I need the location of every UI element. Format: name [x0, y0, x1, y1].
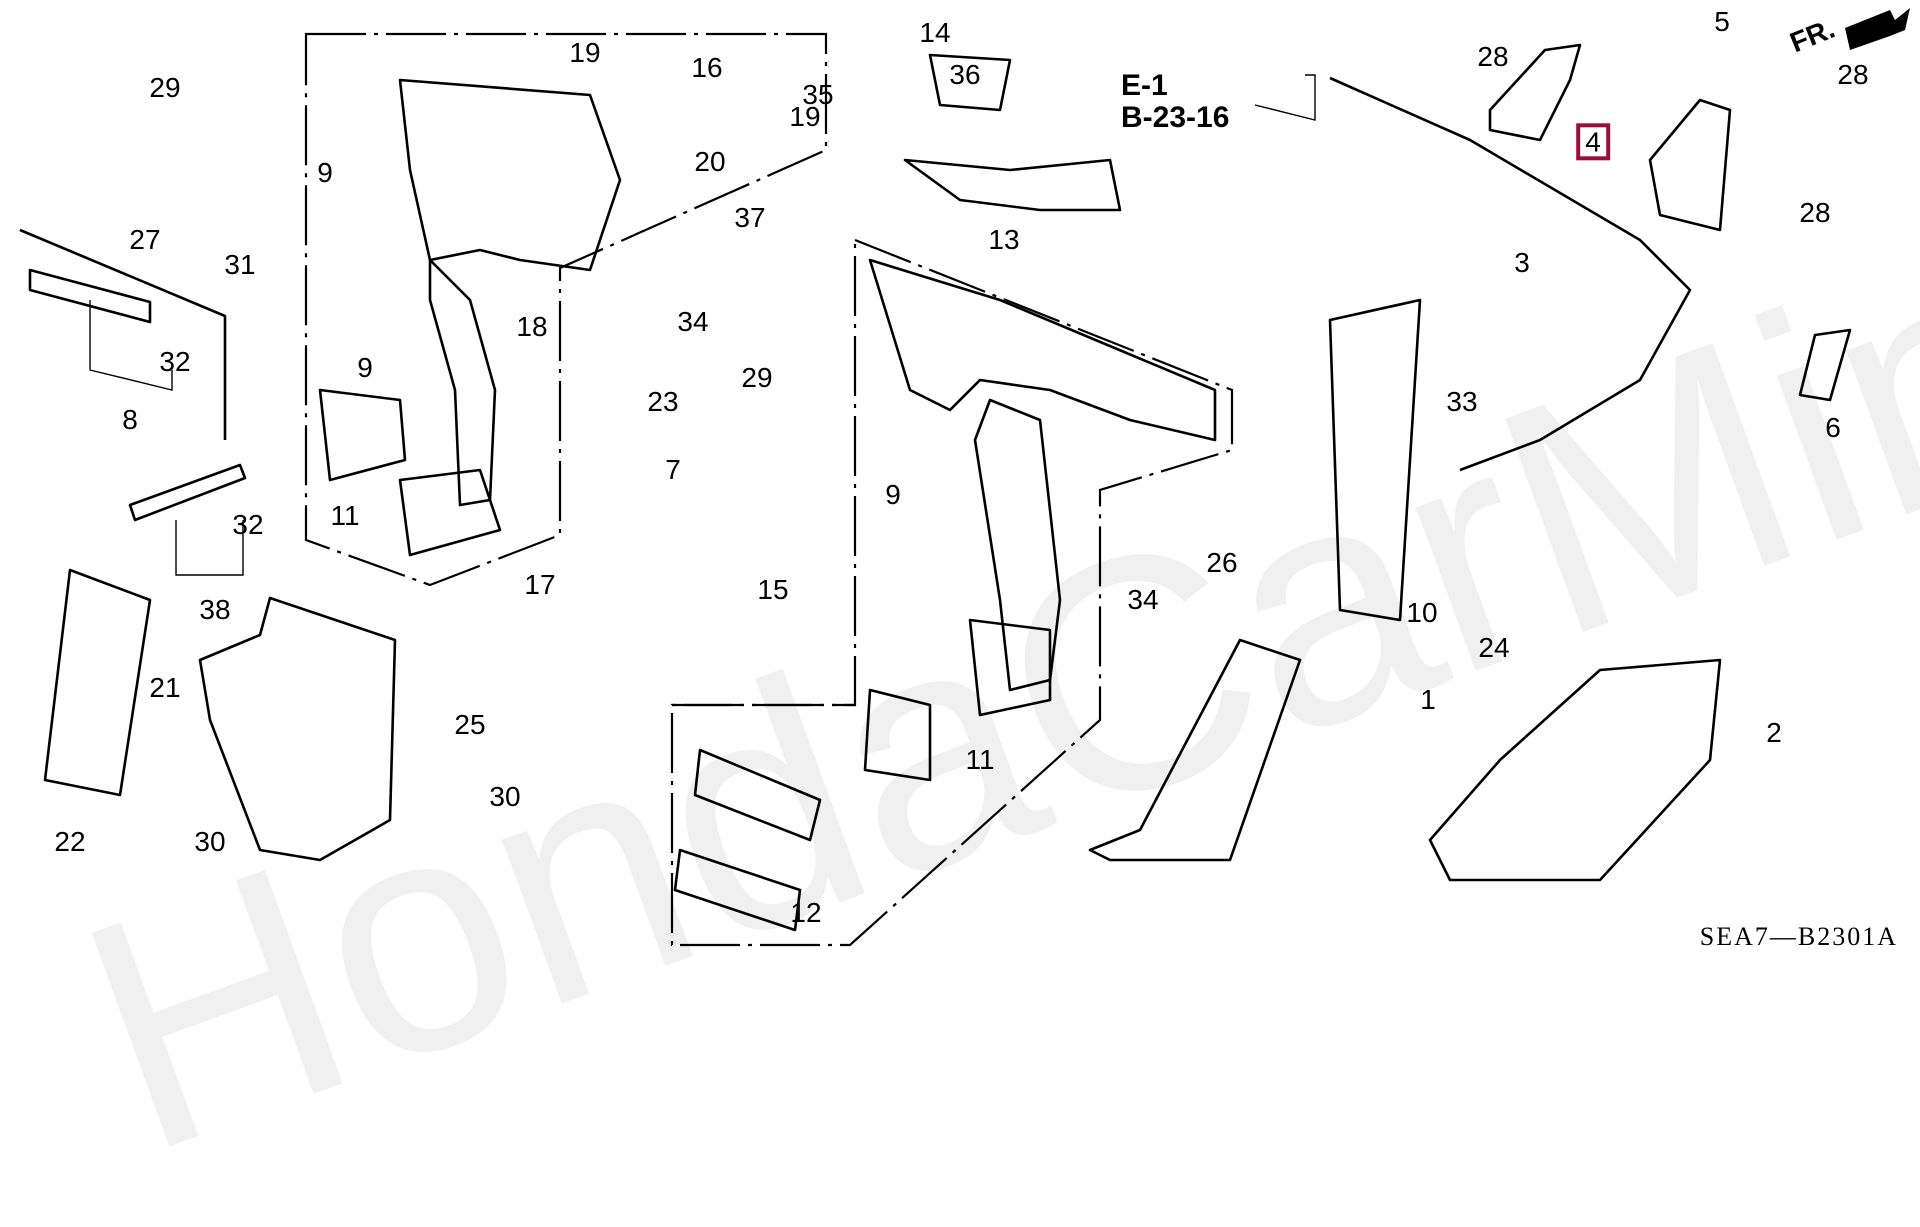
callout-26[interactable]: 26 [1206, 547, 1238, 578]
callout-11[interactable]: 11 [965, 744, 995, 775]
accelerator-bracket-1 [1328, 298, 1422, 622]
callout-9[interactable]: 9 [885, 479, 901, 510]
callout-9[interactable]: 9 [357, 352, 373, 383]
callout-17[interactable]: 17 [524, 569, 556, 600]
group-frame-15 [670, 238, 1234, 947]
callout-32[interactable]: 32 [159, 346, 191, 377]
diagram-artwork [19, 8, 1910, 947]
callout-30[interactable]: 30 [489, 781, 521, 812]
reference-block[interactable]: E-1 B-23-16 [1121, 70, 1229, 133]
callout-28[interactable]: 28 [1477, 41, 1509, 72]
callout-19[interactable]: 19 [789, 101, 821, 132]
callout-5[interactable]: 5 [1714, 6, 1730, 37]
callout-24[interactable]: 24 [1478, 632, 1510, 663]
callout-35[interactable]: 35 [802, 79, 834, 110]
callout-34[interactable]: 34 [677, 306, 709, 337]
callout-15[interactable]: 15 [757, 574, 789, 605]
pedal-arm-17 [428, 258, 497, 507]
callout-11[interactable]: 11 [330, 500, 360, 531]
callout-2[interactable]: 2 [1766, 717, 1782, 748]
pedal-bracket-15 [868, 258, 1217, 442]
leader-38 [175, 520, 244, 576]
callout-28[interactable]: 28 [1799, 197, 1831, 228]
bracket-6 [1798, 328, 1852, 402]
callout-30[interactable]: 30 [194, 826, 226, 857]
pedal-pad-22 [43, 568, 152, 797]
callout-10[interactable]: 10 [1406, 597, 1438, 628]
group-frame-17 [304, 32, 828, 587]
callout-33[interactable]: 33 [1446, 386, 1478, 417]
bracket-13 [903, 158, 1122, 212]
rod-38 [128, 463, 247, 522]
pedal-pad-11b [863, 688, 932, 782]
bracket-14 [928, 53, 1012, 112]
callout-14[interactable]: 14 [919, 17, 951, 48]
callout-37[interactable]: 37 [734, 202, 766, 233]
accelerator-pedal-1 [1088, 638, 1302, 862]
callout-18[interactable]: 18 [516, 311, 548, 342]
pedal-bracket-17 [398, 78, 622, 272]
callout-38[interactable]: 38 [199, 594, 231, 625]
callout-21[interactable]: 21 [149, 672, 181, 703]
callout-22[interactable]: 22 [54, 826, 86, 857]
highlighted-part-4[interactable]: 4 [1576, 123, 1610, 161]
callout-25[interactable]: 25 [454, 709, 486, 740]
callout-36[interactable]: 36 [949, 59, 981, 90]
reference-line-1: E-1 [1121, 69, 1168, 102]
pedal-cover-12a [693, 748, 822, 842]
diagram-code: SEA7—B2301A [1699, 922, 1898, 951]
pedal-arm-15 [973, 398, 1062, 692]
floor-bracket-2 [1428, 658, 1722, 882]
bracket-4 [1488, 43, 1582, 142]
bracket-8 [19, 228, 227, 440]
reference-line-2: B-23-16 [1121, 100, 1230, 134]
callout-32[interactable]: 32 [232, 509, 264, 540]
reference-leader [1254, 74, 1316, 121]
cover-21 [198, 596, 397, 862]
parts-diagram: HondaCarMine.ru [19, 0, 1920, 1221]
pedal-pad-11a [318, 388, 407, 482]
leader-8 [89, 300, 173, 391]
callout-12[interactable]: 12 [790, 897, 822, 928]
callout-23[interactable]: 23 [647, 386, 679, 417]
callout-1[interactable]: 1 [1420, 684, 1436, 715]
callout-29[interactable]: 29 [741, 362, 773, 393]
callout-13[interactable]: 13 [988, 224, 1020, 255]
cable-3 [1329, 76, 1692, 472]
callout-28[interactable]: 28 [1837, 59, 1869, 90]
pedal-cover-12b [673, 848, 802, 932]
callout-8[interactable]: 8 [122, 404, 138, 435]
callout-27[interactable]: 27 [129, 224, 161, 255]
pedal-pad-15 [968, 618, 1052, 717]
callout-31[interactable]: 31 [224, 249, 256, 280]
callout-29[interactable]: 29 [149, 72, 181, 103]
callout-9[interactable]: 9 [317, 157, 333, 188]
front-arrow [1845, 8, 1910, 50]
callout-3[interactable]: 3 [1514, 247, 1530, 278]
rod-8 [28, 268, 152, 324]
callout-34[interactable]: 34 [1127, 584, 1159, 615]
callout-20[interactable]: 20 [694, 146, 726, 177]
callout-19[interactable]: 19 [569, 37, 601, 68]
pedal-pad-17 [398, 468, 502, 557]
callout-6[interactable]: 6 [1825, 412, 1841, 443]
callout-16[interactable]: 16 [691, 52, 723, 83]
callout-7[interactable]: 7 [665, 454, 681, 485]
bracket-5 [1648, 98, 1732, 232]
